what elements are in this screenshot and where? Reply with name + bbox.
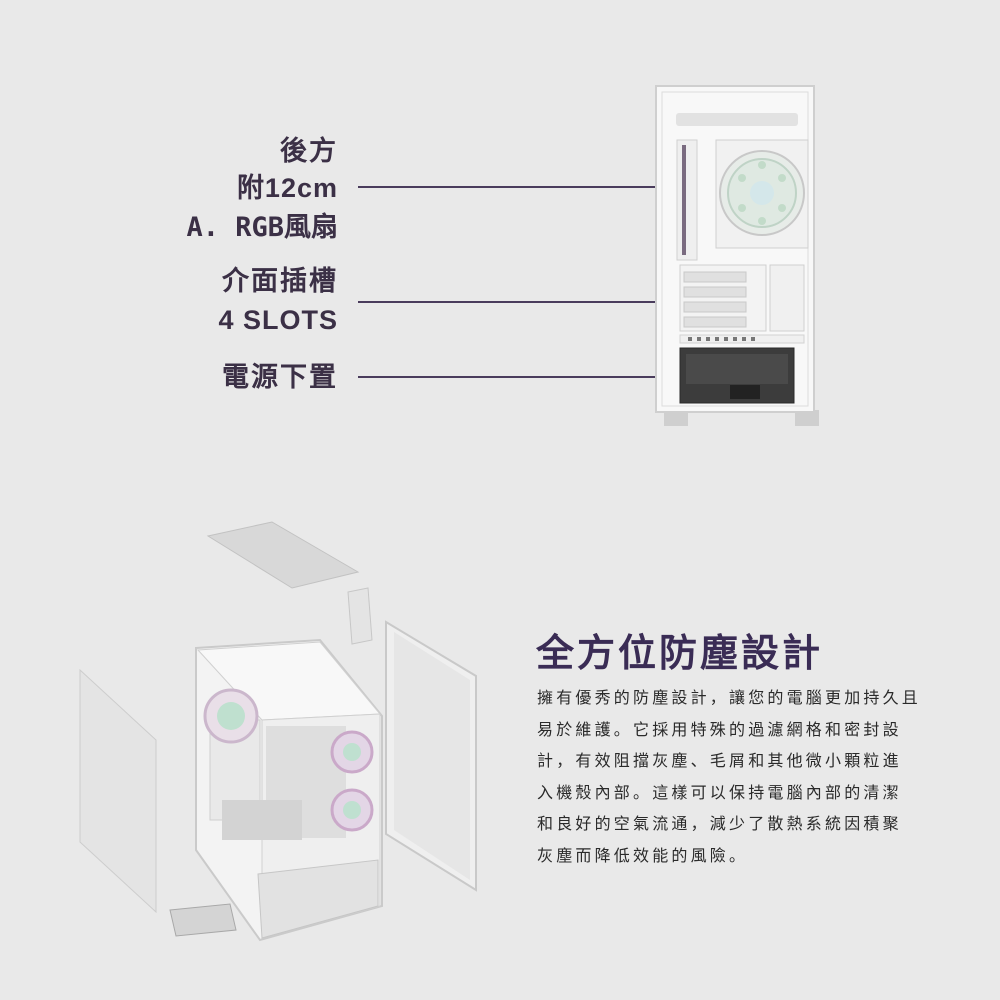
rear-fan-label-line1: 後方 xyxy=(280,136,338,167)
psu-callout-line xyxy=(358,376,664,378)
body-line: 入機殼內部。這樣可以保持電腦內部的清潔 xyxy=(537,782,902,802)
body-line: 和良好的空氣流通，減少了散熱系統因積聚 xyxy=(537,814,902,833)
psu-label: 電源下置 xyxy=(222,362,338,393)
body-line: 擁有優秀的防塵設計，讓您的電腦更加持久且 xyxy=(537,688,922,707)
body-line: 灰塵而降低效能的風險。 xyxy=(537,845,749,865)
rear-fan-callout-line xyxy=(358,186,720,188)
section-title: 全方位防塵設計 xyxy=(536,631,824,675)
section-body: 擁有優秀的防塵設計，讓您的電腦更加持久且 易於維護。它採用特殊的過濾網格和密封設… xyxy=(537,682,937,871)
slots-callout-line xyxy=(358,301,664,303)
slots-label-line2: 4 SLOTS xyxy=(218,305,338,335)
slots-label-line1: 介面插槽 xyxy=(222,266,338,297)
rear-fan-label-line3: A. RGB風扇 xyxy=(186,212,338,243)
rear-fan-label-line2: 附12cm xyxy=(236,173,338,203)
body-line: 計，有效阻擋灰塵、毛屑和其他微小顆粒進 xyxy=(537,751,902,770)
body-line: 易於維護。它採用特殊的過濾網格和密封設 xyxy=(537,719,902,739)
